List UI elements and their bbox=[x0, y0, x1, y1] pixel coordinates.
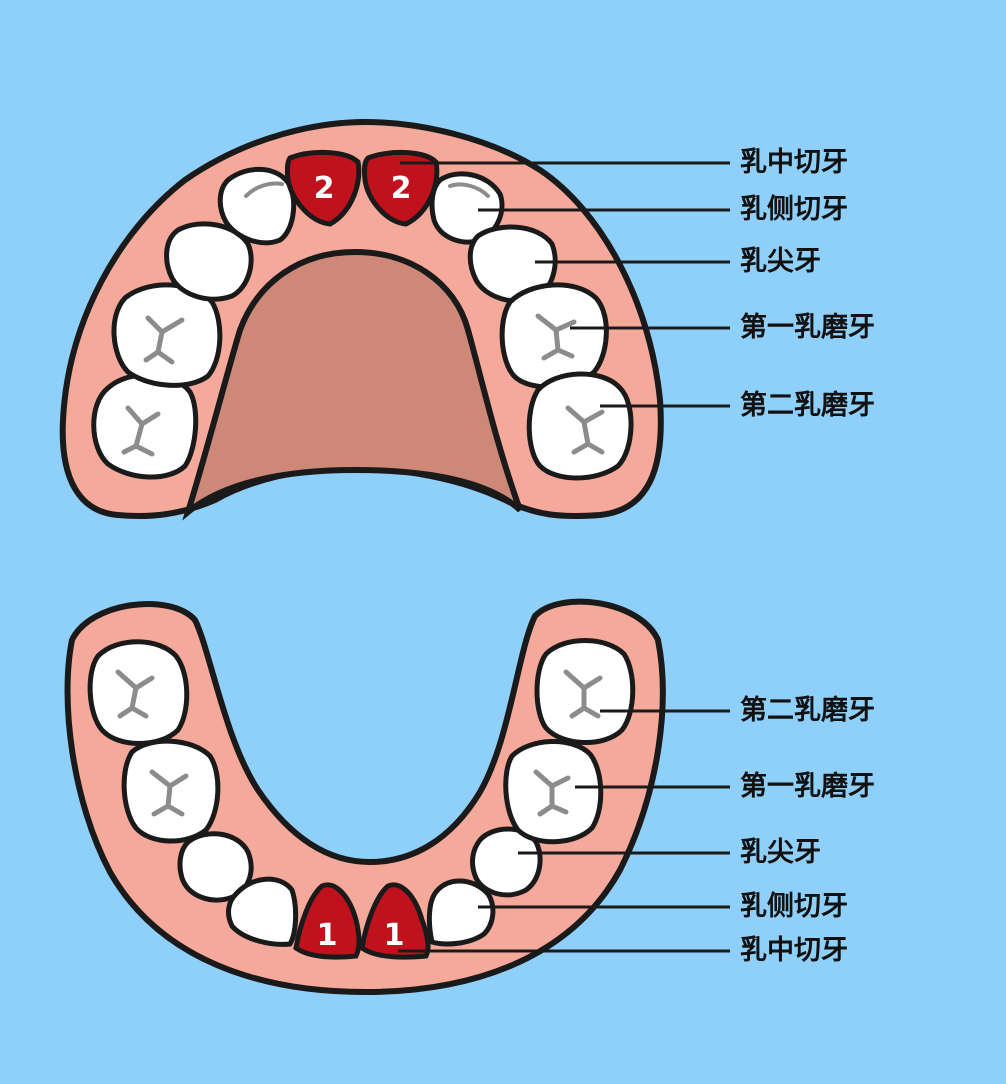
upper-label-second-molar: 第二乳磨牙 bbox=[740, 390, 875, 421]
upper-jaw: 2 2 bbox=[59, 118, 664, 521]
lower-leader-lines bbox=[398, 709, 730, 953]
lower-second-molar-left bbox=[87, 639, 190, 746]
lower-first-molar-left-groove bbox=[149, 769, 189, 817]
upper-label-lateral-incisor: 乳侧切牙 bbox=[740, 194, 848, 225]
upper-second-molar-left-groove bbox=[121, 405, 161, 457]
upper-lateral-incisor-right-highlight bbox=[448, 182, 490, 198]
lower-jaw: 1 1 bbox=[64, 598, 666, 996]
lower-central-incisor-left bbox=[293, 882, 362, 960]
lower-label-second-molar: 第二乳磨牙 bbox=[740, 695, 875, 726]
lower-central-number-right: 1 bbox=[384, 918, 405, 953]
upper-central-incisor-left bbox=[284, 149, 362, 227]
upper-first-molar-left-groove bbox=[143, 315, 185, 365]
upper-label-canine: 乳尖牙 bbox=[740, 246, 821, 277]
upper-second-molar-right-groove bbox=[565, 405, 605, 455]
lower-label-canine: 乳尖牙 bbox=[740, 837, 821, 868]
lower-central-number-left: 1 bbox=[317, 918, 338, 953]
upper-lateral-incisor-left-highlight bbox=[244, 181, 284, 198]
lower-label-central-incisor: 乳中切牙 bbox=[740, 935, 848, 966]
upper-central-number-right: 2 bbox=[391, 171, 412, 206]
lower-first-molar-right-groove bbox=[533, 769, 571, 817]
upper-central-number-left: 2 bbox=[314, 171, 335, 206]
lower-lateral-incisor-left bbox=[226, 876, 299, 947]
lower-second-molar-right-groove bbox=[563, 669, 603, 719]
upper-lateral-incisor-left bbox=[217, 166, 297, 246]
upper-leader-lines bbox=[400, 161, 730, 408]
upper-label-central-incisor: 乳中切牙 bbox=[740, 147, 848, 178]
upper-central-incisor-right bbox=[361, 149, 440, 227]
lower-lateral-incisor-right bbox=[426, 878, 496, 947]
upper-second-molar-right bbox=[526, 371, 634, 481]
upper-label-first-molar: 第一乳磨牙 bbox=[740, 312, 875, 343]
lower-central-incisor-right bbox=[359, 882, 431, 960]
lower-label-first-molar: 第一乳磨牙 bbox=[740, 771, 875, 802]
upper-second-molar-left bbox=[91, 372, 199, 480]
lower-label-lateral-incisor: 乳侧切牙 bbox=[740, 891, 848, 922]
upper-canine-left bbox=[164, 221, 254, 302]
upper-palate bbox=[182, 248, 523, 521]
upper-first-molar-right-groove bbox=[535, 313, 577, 361]
lower-second-molar-left-groove bbox=[115, 669, 155, 719]
